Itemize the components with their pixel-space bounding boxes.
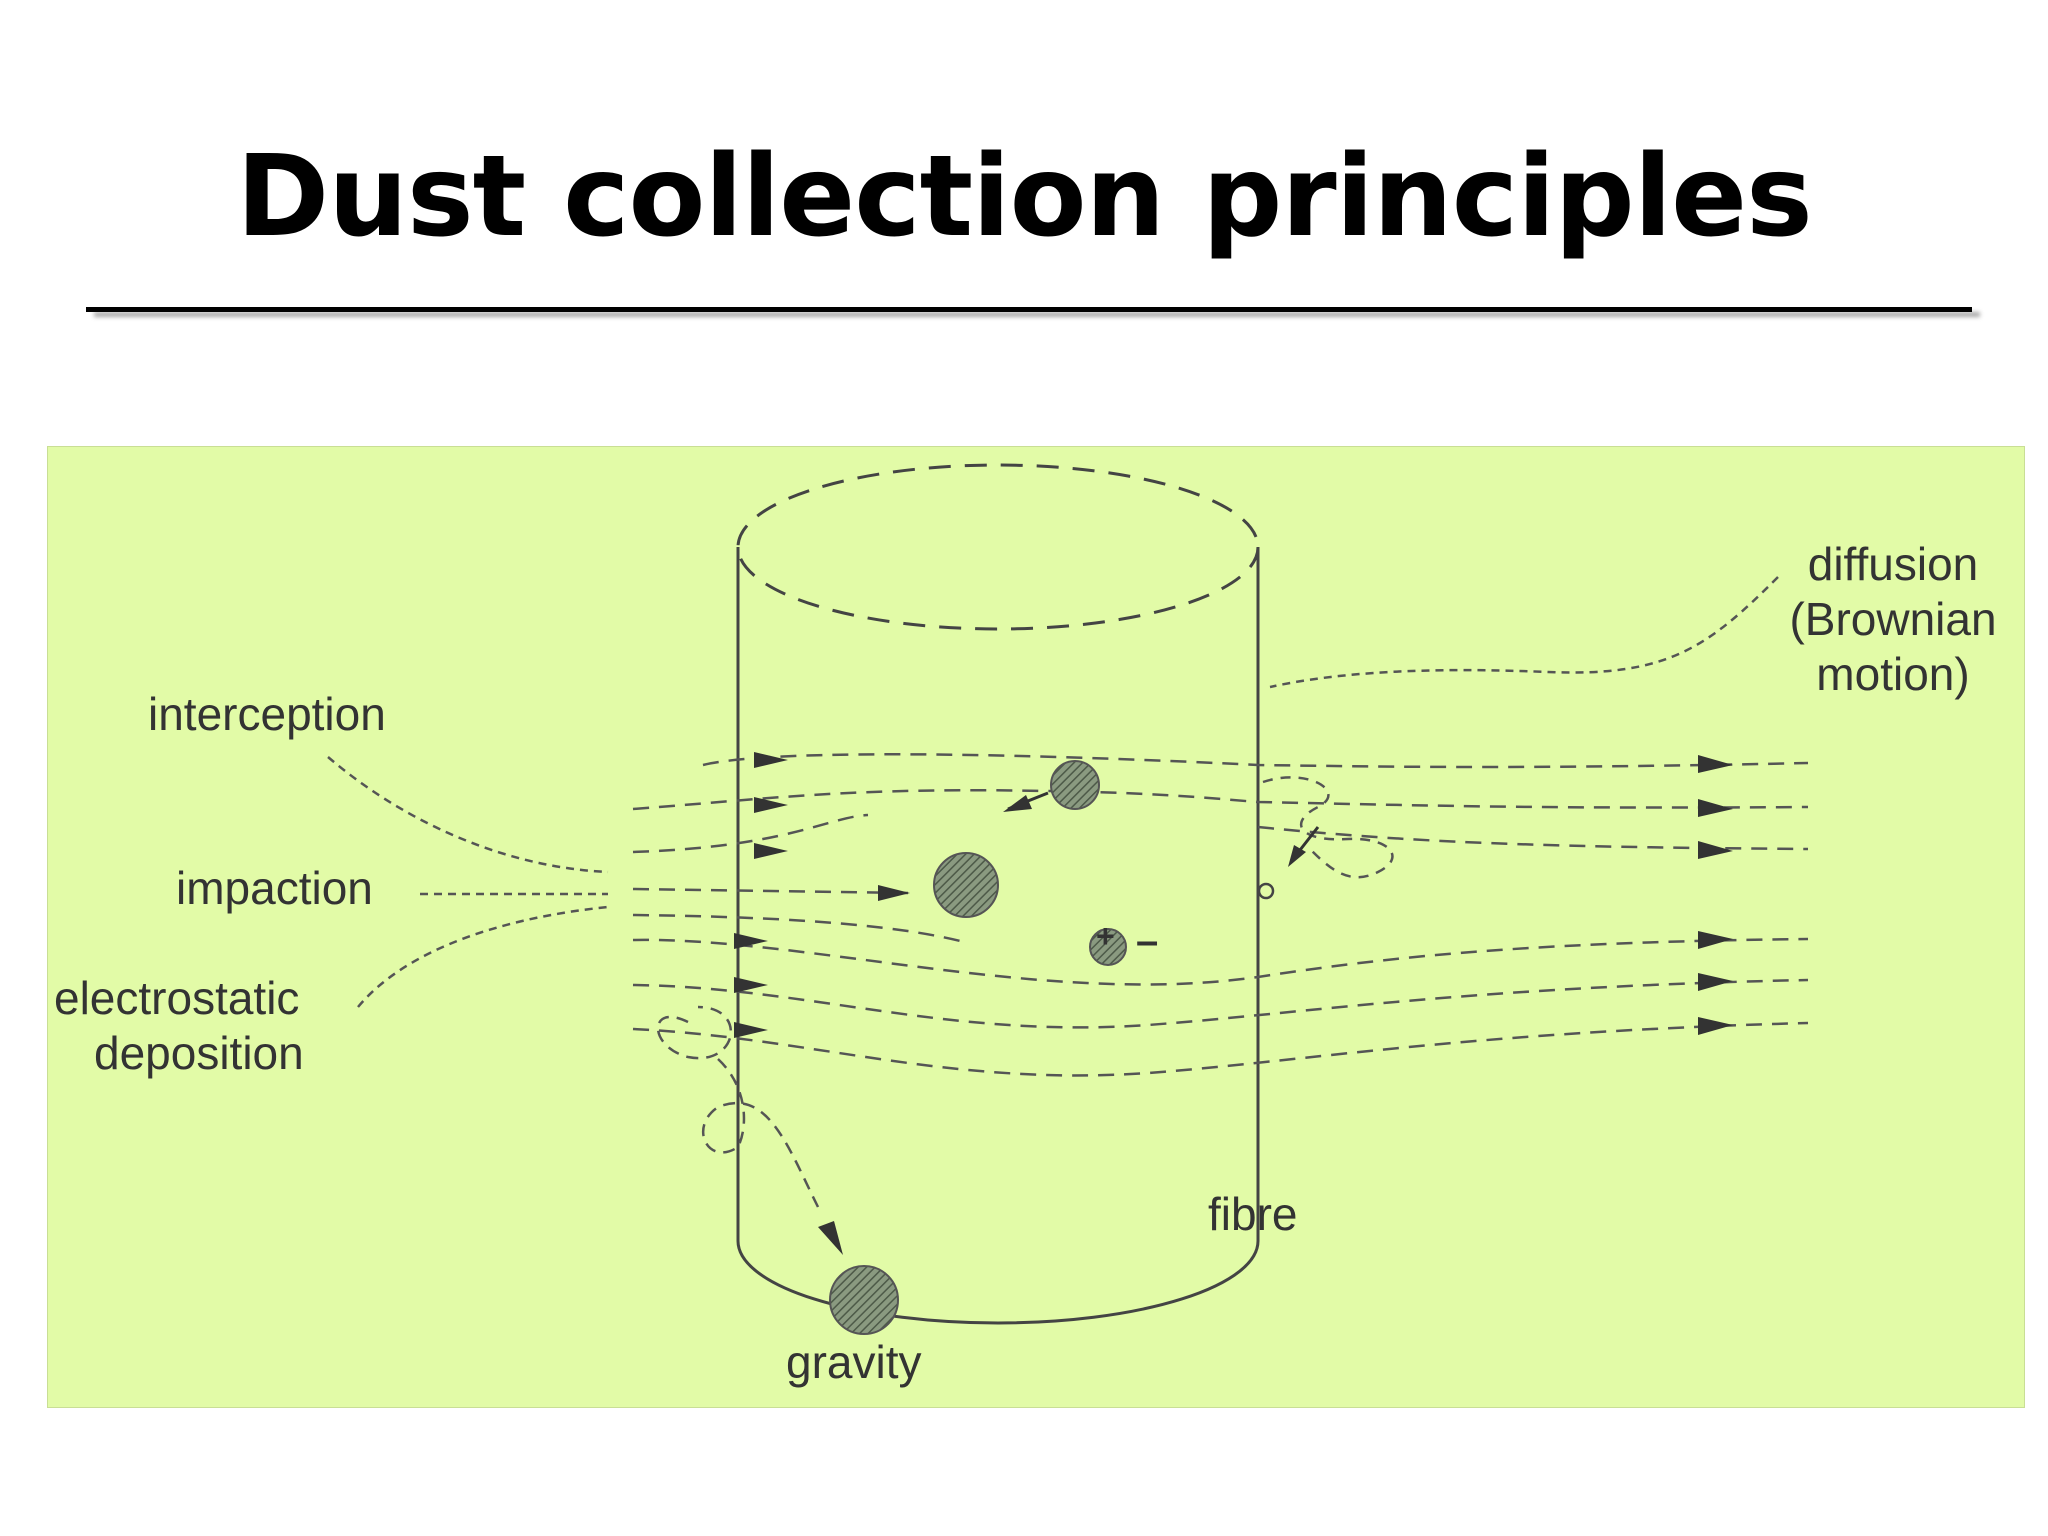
streamline-5 — [632, 913, 969, 945]
arrowheads — [734, 752, 1733, 1038]
dust-collection-diagram: interception impaction electrostatic dep… — [47, 446, 2025, 1408]
label-electrostatic: electrostatic deposition — [54, 971, 304, 1081]
gravity-path — [656, 1005, 820, 1208]
streamline-8 — [632, 1021, 1809, 1077]
particles — [829, 760, 1275, 1335]
diffusion-particle — [1257, 882, 1275, 900]
leader-interception — [327, 756, 609, 874]
leader-diffusion — [1269, 576, 1779, 689]
diffusion-path — [1262, 776, 1394, 879]
diagram-svg — [327, 463, 1809, 1335]
streamline-6 — [632, 937, 1809, 986]
streamline-1 — [702, 753, 1809, 769]
streamline-4 — [632, 887, 909, 895]
streamlines — [632, 753, 1809, 1077]
label-electrostatic-line1: electrostatic — [54, 972, 300, 1024]
charged-particle — [1089, 928, 1127, 966]
label-fibre: fibre — [1208, 1188, 1298, 1240]
interception-particle — [1050, 760, 1100, 810]
impaction-particle — [933, 852, 999, 918]
label-gravity: gravity — [786, 1336, 922, 1388]
fibre-cylinder — [736, 463, 1260, 1325]
label-diffusion: diffusion (Brownian motion) — [1768, 537, 2018, 703]
label-diffusion-line3: motion) — [1816, 648, 1970, 701]
label-impaction: impaction — [176, 862, 373, 914]
fibre-bottom — [736, 1240, 1260, 1325]
streamline-3b — [1257, 825, 1809, 851]
fibre-charge-symbol: – — [1136, 919, 1159, 963]
streamline-2 — [632, 788, 1809, 811]
slide-title: Dust collection principles — [236, 132, 1812, 262]
streamline-3 — [632, 813, 869, 854]
label-diffusion-line1: diffusion — [1807, 538, 1979, 590]
label-diffusion-line2: (Brownian — [1789, 593, 1997, 646]
title-underline — [86, 307, 1972, 312]
leader-electrostatic — [357, 905, 609, 1008]
gravity-particle — [829, 1265, 899, 1335]
label-interception: interception — [148, 688, 386, 740]
gravity-arrowhead — [818, 1221, 843, 1255]
label-electrostatic-line2: deposition — [94, 1027, 304, 1080]
leader-lines — [327, 576, 1779, 1008]
particle-charge-symbol: + — [1096, 918, 1115, 954]
fibre-top-back — [736, 463, 1260, 631]
streamline-7 — [632, 978, 1809, 1029]
